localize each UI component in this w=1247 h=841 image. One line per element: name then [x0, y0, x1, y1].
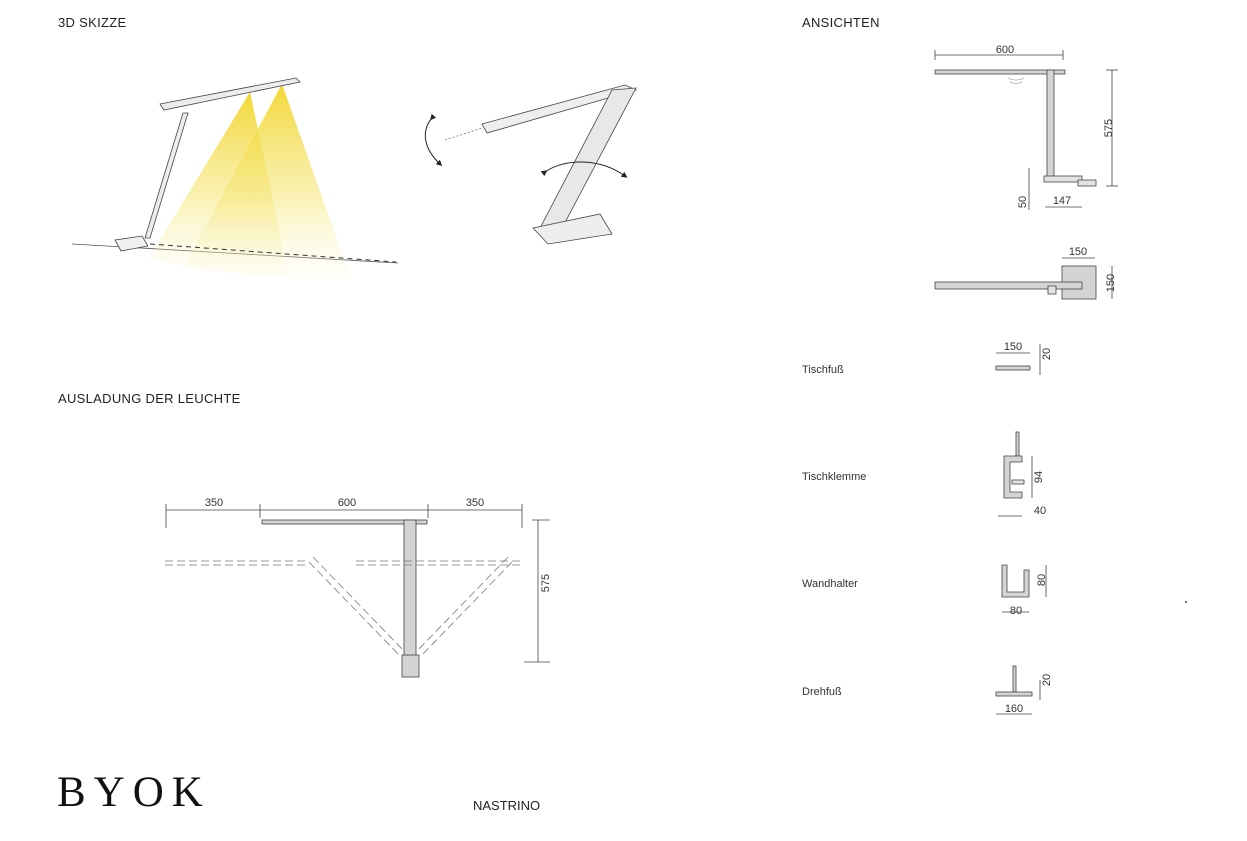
wall-mount-height-dim: 80 — [1036, 574, 1048, 586]
accessory-table-clamp-drawing: 94 40 — [998, 431, 1046, 517]
side-view-width-dim: 600 — [996, 44, 1014, 56]
reach-right-dim: 350 — [466, 497, 484, 509]
sketch-movement-lamp — [424, 84, 638, 245]
reach-heading: AUSLADUNG DER LEUCHTE — [58, 391, 241, 406]
accessory-label-swivel-foot: Drehfuß — [802, 686, 842, 698]
side-view-base-width-dim: 147 — [1053, 195, 1071, 207]
accessory-swivel-foot-drawing: 20 160 — [995, 665, 1053, 715]
swivel-foot-width-dim: 160 — [1005, 703, 1023, 715]
table-foot-height-dim: 20 — [1041, 348, 1053, 360]
accessory-table-foot-drawing: 150 20 — [995, 341, 1053, 375]
product-name: NASTRINO — [473, 798, 541, 813]
accessory-label-table-clamp: Tischklemme — [802, 471, 867, 483]
accessory-label-wall-mount: Wandhalter — [802, 578, 858, 590]
stray-dot — [1185, 601, 1187, 603]
reach-left-dim: 350 — [205, 497, 223, 509]
table-clamp-height-dim: 94 — [1033, 471, 1045, 483]
side-view-drawing: 600 575 50 147 — [934, 44, 1118, 210]
side-view-base-height-dim: 50 — [1017, 196, 1029, 208]
side-view-height-dim: 575 — [1103, 119, 1115, 137]
table-clamp-width-dim: 40 — [1034, 505, 1046, 517]
top-view-depth-dim: 150 — [1105, 274, 1117, 292]
table-foot-width-dim: 150 — [1004, 341, 1022, 353]
reach-height-dim: 575 — [540, 574, 552, 592]
reach-drawing: 350 600 350 575 — [165, 497, 552, 678]
swivel-foot-height-dim: 20 — [1041, 674, 1053, 686]
top-view-drawing: 150 150 — [934, 246, 1117, 300]
accessory-wall-mount-drawing: 80 80 — [1001, 564, 1048, 617]
sketch-heading: 3D SKIZZE — [58, 15, 127, 30]
sketch-lit-lamp — [71, 77, 399, 282]
brand-logo: BYOK — [57, 769, 211, 816]
accessory-label-table-foot: Tischfuß — [802, 364, 844, 376]
wall-mount-width-dim: 80 — [1010, 605, 1022, 617]
views-heading: ANSICHTEN — [802, 15, 880, 30]
reach-center-dim: 600 — [338, 497, 356, 509]
top-view-width-dim: 150 — [1069, 246, 1087, 258]
